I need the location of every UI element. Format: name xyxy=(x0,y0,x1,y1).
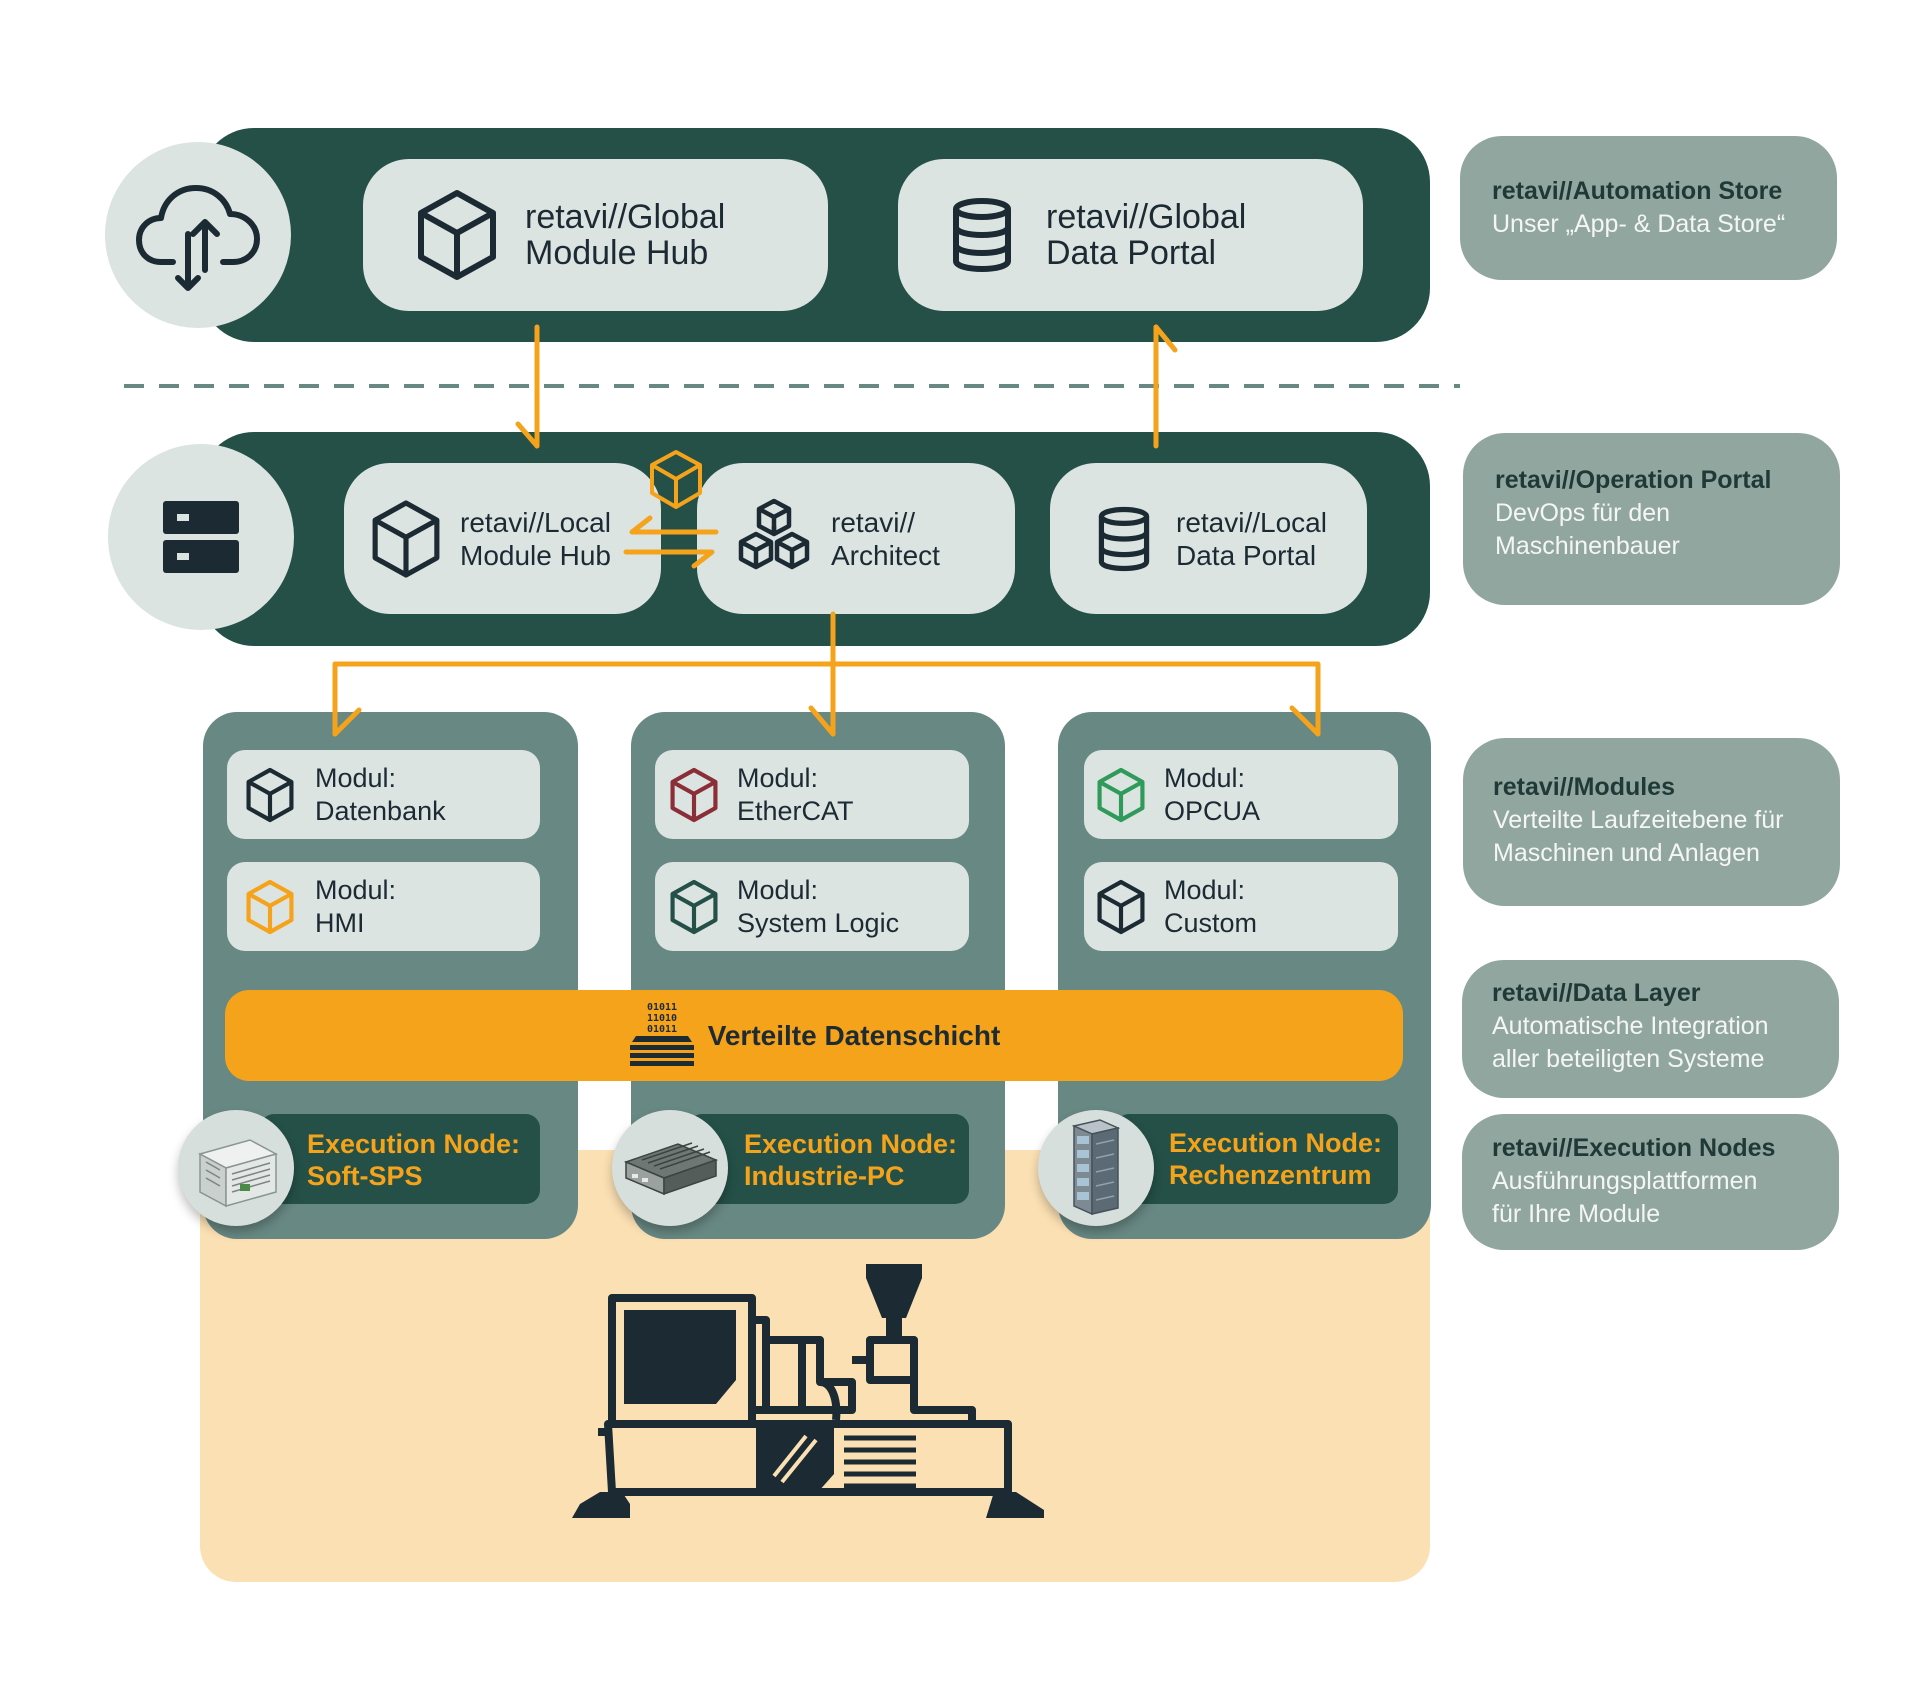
server-rack-icon xyxy=(1038,1110,1154,1226)
module-hmi-label: Modul: HMI xyxy=(315,874,397,938)
side-panel-operation-portal-text: DevOps für den Maschinenbauer xyxy=(1495,499,1680,560)
cloud-sync-icon xyxy=(136,185,260,291)
svg-text:01011: 01011 xyxy=(647,1024,677,1035)
global-data-portal-card[interactable]: retavi//Global Data Portal xyxy=(898,159,1363,311)
side-panel-data-layer: retavi//Data Layer Automatische Integrat… xyxy=(1462,960,1839,1098)
svg-text:01011: 01011 xyxy=(647,1002,677,1013)
side-panel-data-layer-text: Automatische Integration aller beteiligt… xyxy=(1492,1012,1769,1073)
database-icon xyxy=(953,198,1011,273)
side-panel-automation-store-title: retavi//Automation Store xyxy=(1492,177,1783,205)
side-panel-execution-nodes-title: retavi//Execution Nodes xyxy=(1492,1134,1776,1162)
cube-icon xyxy=(1097,879,1145,934)
server-icon xyxy=(163,501,239,573)
plc-device-icon xyxy=(178,1110,294,1226)
side-panel-modules-title: retavi//Modules xyxy=(1493,773,1675,801)
global-data-portal-label: retavi//Global Data Portal xyxy=(1046,198,1247,272)
architect-card[interactable]: retavi// Architect xyxy=(697,463,1015,614)
side-panel-automation-store: retavi//Automation Store Unser „App- & D… xyxy=(1460,136,1837,280)
global-module-hub-card[interactable]: retavi//Global Module Hub xyxy=(363,159,828,311)
side-panel-execution-nodes: retavi//Execution Nodes Ausführungsplatt… xyxy=(1462,1114,1839,1250)
side-panel-execution-nodes-text: Ausführungsplattformen für Ihre Module xyxy=(1492,1167,1758,1228)
module-card-hmi[interactable]: Modul: HMI xyxy=(227,862,540,951)
cube-icon xyxy=(670,767,718,822)
cube-icon xyxy=(418,190,496,280)
side-panel-operation-portal: retavi//Operation Portal DevOps für den … xyxy=(1463,433,1840,605)
module-card-opcua[interactable]: Modul: OPCUA xyxy=(1084,750,1398,839)
module-card-datenbank[interactable]: Modul: Datenbank xyxy=(227,750,540,839)
side-panel-data-layer-title: retavi//Data Layer xyxy=(1492,979,1701,1007)
cube-icon xyxy=(372,499,440,578)
module-system-logic-label: Modul: System Logic xyxy=(737,874,900,938)
side-panel-modules: retavi//Modules Verteilte Laufzeitebene … xyxy=(1463,738,1840,906)
execution-node-industrie-pc[interactable] xyxy=(688,1114,969,1204)
local-data-portal-card[interactable]: retavi//Local Data Portal xyxy=(1050,463,1367,614)
local-data-portal-label: retavi//Local Data Portal xyxy=(1176,506,1327,571)
cubes-stack-icon xyxy=(738,498,810,569)
execution-node-soft-sps-label: Execution Node: Soft-SPS xyxy=(307,1129,521,1191)
global-module-hub-label: retavi//Global Module Hub xyxy=(525,198,726,272)
execution-node-soft-sps[interactable] xyxy=(260,1114,540,1204)
module-datenbank-label: Modul: Datenbank xyxy=(315,762,446,826)
architect-label: retavi// Architect xyxy=(831,506,940,571)
side-panel-operation-portal-title: retavi//Operation Portal xyxy=(1495,466,1772,494)
industrial-pc-icon xyxy=(612,1110,728,1226)
data-layer-bar[interactable]: 01011 11010 01011 Verteilte Datenschicht xyxy=(225,990,1403,1081)
local-module-hub-label: retavi//Local Module Hub xyxy=(460,506,611,571)
cube-icon xyxy=(670,879,718,934)
module-card-system-logic[interactable]: Modul: System Logic xyxy=(655,862,969,951)
server-icon-circle xyxy=(108,444,294,630)
data-stack-icon: 01011 11010 01011 xyxy=(629,1002,694,1066)
cube-icon xyxy=(246,879,294,934)
cube-icon xyxy=(246,767,294,822)
execution-node-rechenzentrum[interactable] xyxy=(1115,1114,1398,1204)
execution-node-industrie-pc-label: Execution Node: Industrie-PC xyxy=(744,1129,958,1191)
side-panel-automation-store-text: Unser „App- & Data Store“ xyxy=(1492,210,1786,238)
module-card-custom[interactable]: Modul: Custom xyxy=(1084,862,1398,951)
database-icon xyxy=(1098,506,1150,571)
local-module-hub-card[interactable]: retavi//Local Module Hub xyxy=(344,463,661,614)
module-ethercat-label: Modul: EtherCAT xyxy=(737,762,854,826)
data-layer-label: Verteilte Datenschicht xyxy=(707,1019,1001,1051)
cloud-icon-circle xyxy=(105,142,291,328)
module-custom-label: Modul: Custom xyxy=(1164,874,1258,938)
execution-node-rechenzentrum-label: Execution Node: Rechenzentrum xyxy=(1169,1128,1383,1190)
cube-icon xyxy=(1097,767,1145,822)
module-card-ethercat[interactable]: Modul: EtherCAT xyxy=(655,750,969,839)
side-panel-modules-text: Verteilte Laufzeitebene für Maschinen un… xyxy=(1493,806,1784,867)
machine-icon xyxy=(572,1264,1044,1518)
module-opcua-label: Modul: OPCUA xyxy=(1164,762,1261,826)
svg-text:11010: 11010 xyxy=(647,1013,677,1024)
